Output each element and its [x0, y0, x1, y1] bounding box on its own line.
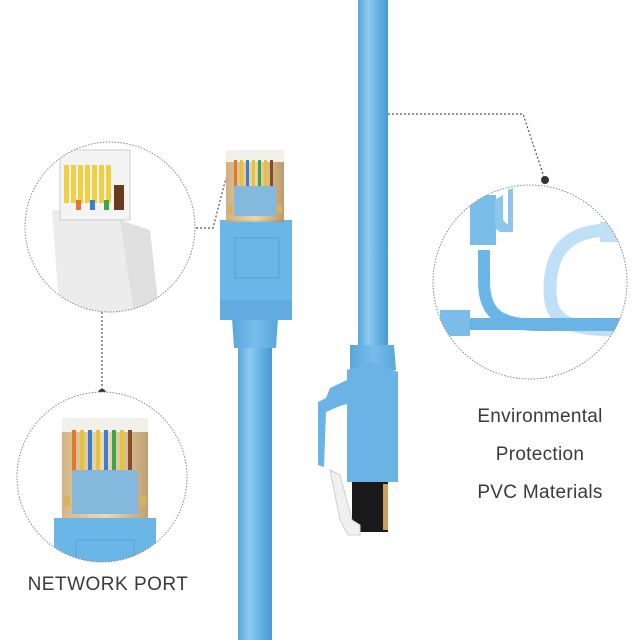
feature-text-line-1: Environmental	[477, 406, 603, 427]
callout-network-port	[16, 391, 188, 563]
callout-flexible-cable	[432, 184, 628, 380]
callout-connector-detail	[24, 141, 196, 313]
right-cable	[318, 0, 398, 536]
feature-text-line-2: Protection	[495, 444, 585, 465]
center-cable	[220, 150, 292, 640]
leader-lines	[101, 113, 546, 393]
plug-wires	[234, 160, 273, 190]
feature-text-line-3: PVC Materials	[477, 482, 603, 503]
network-port-label: NETWORK PORT	[27, 574, 189, 595]
